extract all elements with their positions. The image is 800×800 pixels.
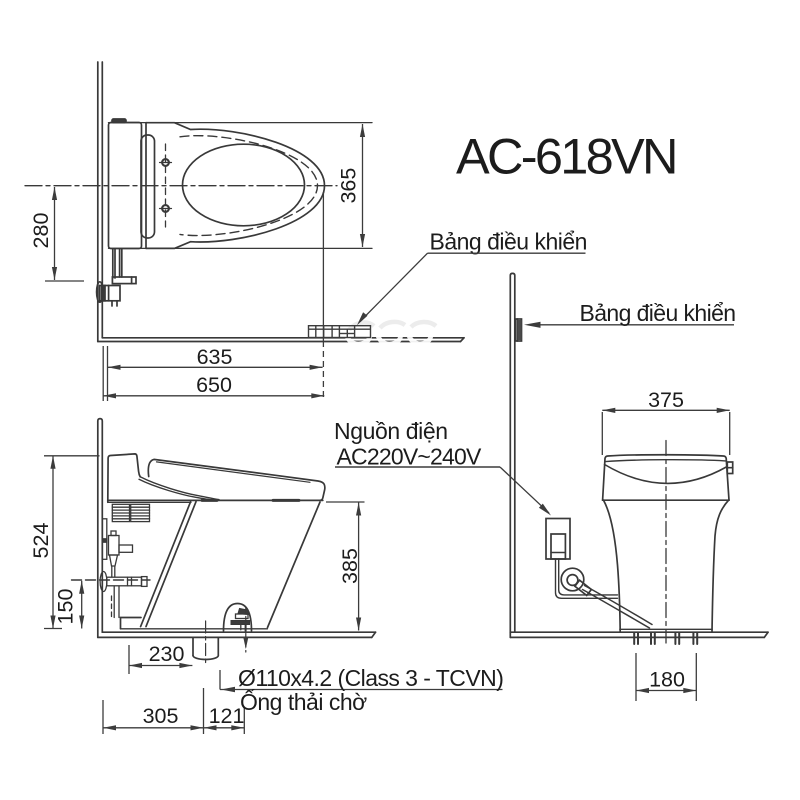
- svg-text:280: 280: [29, 213, 53, 249]
- svg-text:121: 121: [209, 704, 245, 728]
- svg-text:Ø110x4.2 (Class 3 - TCVN): Ø110x4.2 (Class 3 - TCVN): [238, 665, 503, 691]
- svg-text:524: 524: [29, 523, 53, 559]
- svg-text:Bảng điều khiển: Bảng điều khiển: [580, 300, 736, 326]
- svg-text:150: 150: [54, 589, 78, 625]
- svg-text:AC220V~240V: AC220V~240V: [337, 444, 482, 470]
- svg-text:305: 305: [143, 704, 179, 728]
- svg-text:635: 635: [197, 345, 233, 369]
- svg-text:385: 385: [338, 548, 362, 584]
- svg-text:375: 375: [648, 388, 684, 412]
- svg-text:180: 180: [649, 668, 685, 692]
- svg-text:AC-618VN: AC-618VN: [456, 128, 676, 185]
- svg-text:Nguồn điện: Nguồn điện: [334, 418, 448, 444]
- svg-text:Bảng điều khiển: Bảng điều khiển: [430, 229, 587, 255]
- svg-text:365: 365: [337, 168, 361, 204]
- svg-text:650: 650: [196, 373, 232, 397]
- svg-text:230: 230: [149, 642, 185, 666]
- svg-text:Ống thải chờ: Ống thải chờ: [240, 688, 367, 715]
